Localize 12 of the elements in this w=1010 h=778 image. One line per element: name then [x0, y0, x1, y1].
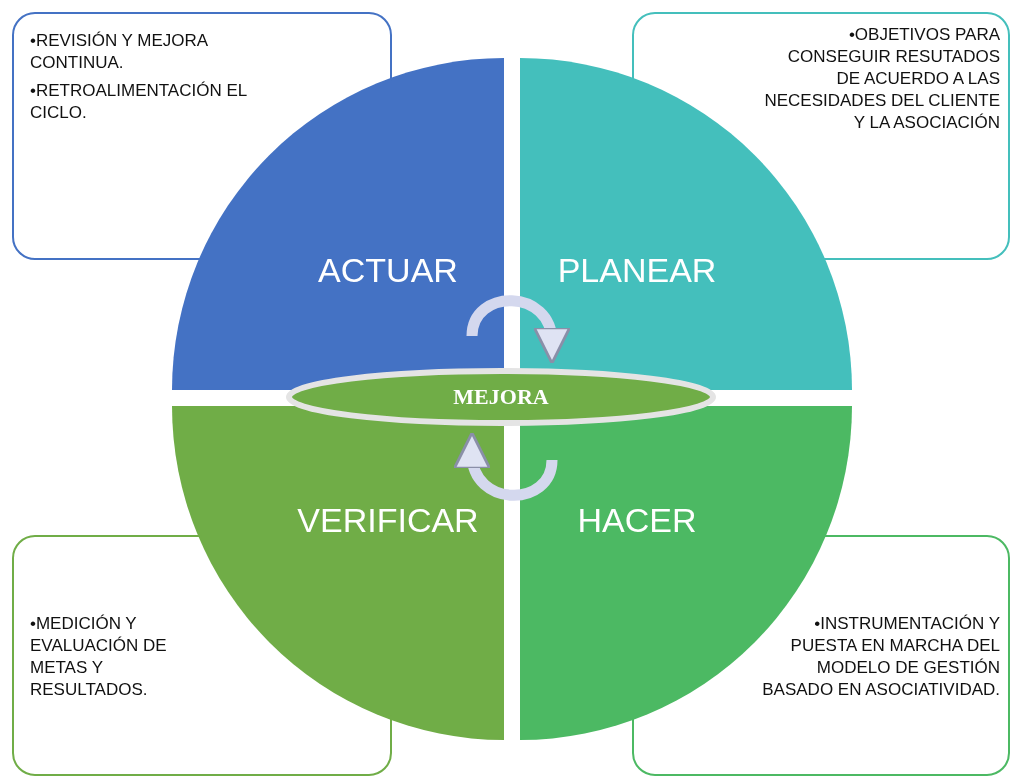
bullet-text: •REVISIÓN Y MEJORA CONTINUA.	[30, 30, 209, 74]
curved-arrow	[454, 431, 558, 501]
phase-label: ACTUAR	[318, 250, 458, 290]
bullet-text: •OBJETIVOS PARA CONSEGUIR RESUTADOS DE ACUERDO A LAS NECESIDADES DEL CLIENTE Y LA ASOCIACIÓN	[763, 24, 1000, 134]
bullet-text: •INSTRUMENTACIÓN Y PUESTA EN MARCHA DEL MODELO DE GESTIÓN BASADO EN ASOCIATIVIDAD.	[762, 613, 1000, 701]
phase-label: HACER	[577, 500, 697, 540]
center-label: MEJORA	[452, 384, 550, 410]
curved-arrow	[466, 295, 570, 365]
phase-label: PLANEAR	[557, 250, 717, 290]
bullet-text: •MEDICIÓN Y EVALUACIÓN DE METAS Y RESULTADOS.	[30, 613, 168, 701]
phase-label: VERIFICAR	[297, 500, 479, 540]
bullet-text: •RETROALIMENTACIÓN EL CICLO.	[30, 80, 248, 124]
